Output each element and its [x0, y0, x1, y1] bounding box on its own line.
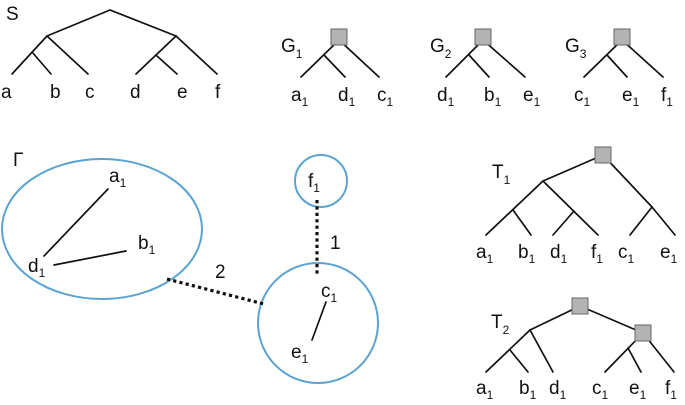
cluster-circle-ce [257, 262, 379, 384]
leaf-label: d1 [550, 242, 568, 266]
leaf-label: d1 [437, 85, 455, 109]
result-tree-t1: T1 a1 b1 d1 f1 c1 e1 [476, 146, 678, 266]
gamma-graph: Γ 1 2 a1 d1 b1 f1 c1 e1 [1, 150, 379, 384]
leaf-label: c1 [574, 85, 591, 109]
gene-tree-g1: G1 a1 d1 c1 [281, 28, 394, 109]
leaf-label: e1 [660, 242, 678, 266]
duplication-node [613, 28, 631, 46]
species-leaf-f: f [215, 82, 221, 103]
graph-edge [43, 188, 109, 257]
duplication-node [474, 28, 492, 46]
leaf-label: c1 [377, 85, 394, 109]
leaf-label: c1 [592, 378, 609, 402]
edge-label-1: 1 [330, 233, 341, 254]
graph-node-f1: f1 [308, 171, 320, 195]
species-leaf-d: d [130, 82, 141, 103]
gene-tree-g2-title: G2 [430, 36, 452, 61]
leaf-label: d1 [338, 85, 356, 109]
leaf-label: d1 [549, 378, 567, 402]
leaf-label: b1 [484, 85, 502, 109]
result-tree-t2: T2 a1 b1 d1 c1 e1 f1 [476, 297, 677, 402]
graph-edge [311, 301, 327, 341]
leaf-label: e1 [629, 378, 647, 402]
gamma-title: Γ [13, 150, 23, 171]
gene-tree-g1-title: G1 [281, 36, 303, 61]
result-tree-t1-title: T1 [492, 162, 511, 187]
gene-tree-g2: G2 d1 b1 e1 [430, 28, 541, 109]
leaf-label: f1 [661, 85, 673, 109]
leaf-label: c1 [618, 242, 635, 266]
species-leaf-e: e [177, 82, 188, 103]
duplication-node [594, 146, 612, 164]
species-leaf-c: c [85, 82, 95, 103]
leaf-label: f1 [665, 378, 677, 402]
species-leaf-b: b [50, 82, 61, 103]
species-tree-title: S [6, 4, 19, 25]
cluster-circle-adb [1, 158, 203, 300]
graph-node-c1: c1 [321, 281, 338, 305]
duplication-node [571, 297, 589, 315]
leaf-label: b1 [518, 242, 536, 266]
dashed-edge-2 [166, 277, 265, 306]
edge-label-2: 2 [215, 262, 226, 283]
leaf-label: e1 [622, 85, 640, 109]
leaf-label: b1 [519, 378, 537, 402]
duplication-node [330, 28, 348, 46]
result-tree-t2-title: T2 [491, 312, 510, 337]
gene-tree-g3-title: G3 [565, 36, 587, 61]
graph-node-e1: e1 [291, 342, 309, 366]
leaf-label: f1 [591, 242, 603, 266]
leaf-label: a1 [291, 85, 309, 109]
graph-node-a1: a1 [109, 166, 127, 190]
leaf-label: e1 [523, 85, 541, 109]
gene-tree-g3: G3 c1 e1 f1 [565, 28, 673, 109]
leaf-label: a1 [476, 242, 494, 266]
species-tree-edges [11, 9, 218, 75]
duplication-node [634, 324, 652, 342]
graph-edge [53, 250, 127, 266]
species-leaf-a: a [1, 82, 12, 103]
species-tree: S a b c d e f [1, 4, 221, 103]
leaf-label: a1 [476, 378, 494, 402]
graph-node-d1: d1 [28, 256, 46, 280]
cluster-circle-f [294, 154, 348, 208]
graph-node-b1: b1 [138, 233, 156, 257]
